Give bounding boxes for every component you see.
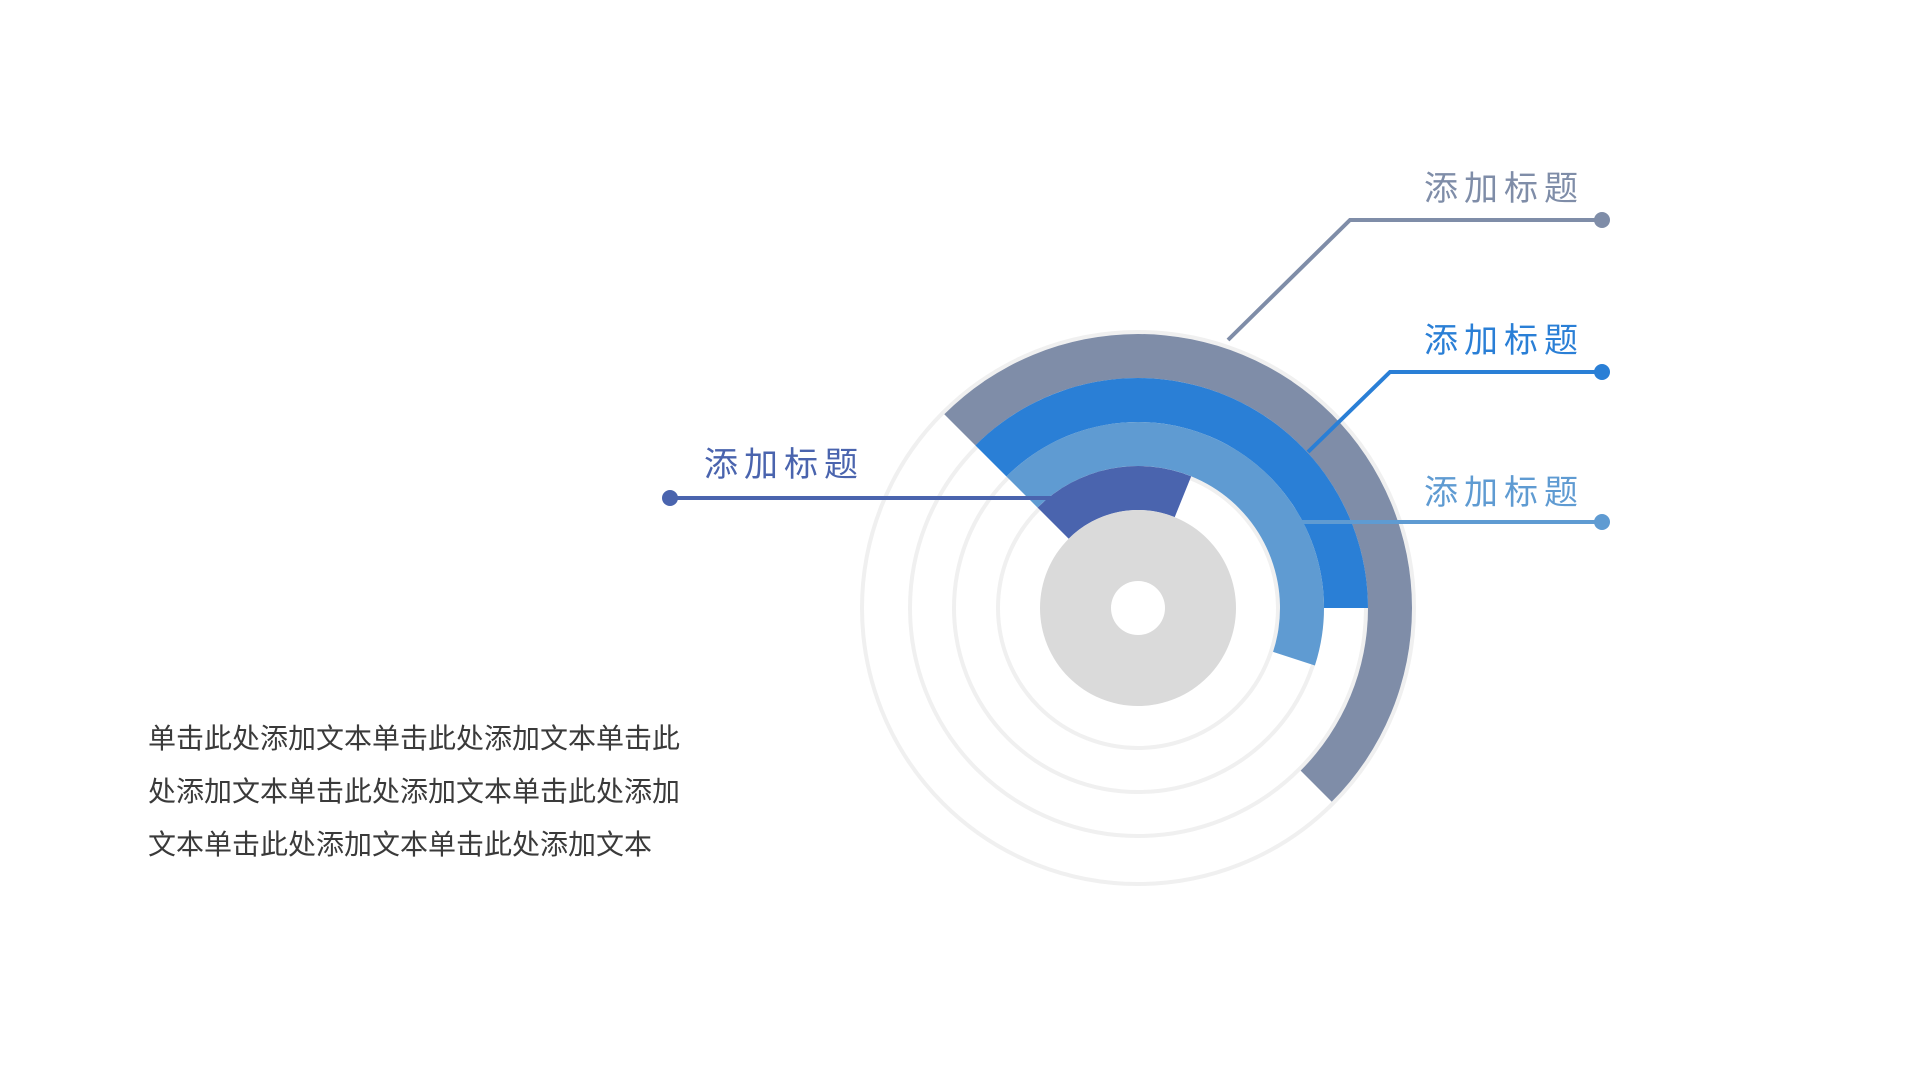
slate-arc[interactable] [944, 334, 1412, 802]
connector-dot-slate [1594, 212, 1610, 228]
dark-blue-arc[interactable] [1037, 466, 1192, 539]
guide-ring [860, 330, 1416, 886]
bright-blue-arc[interactable] [975, 377, 1368, 608]
light-blue-arc[interactable] [1006, 422, 1324, 666]
title-label-bright-blue[interactable]: 添加标题 [1424, 321, 1584, 361]
center-hole [1111, 581, 1165, 635]
body-text-line: 文本单击此处添加文本单击此处添加文本 [148, 828, 653, 861]
connector-dark-blue [662, 490, 1052, 506]
connector-dot-dark-blue [662, 490, 678, 506]
connector-bright-blue [1306, 364, 1610, 454]
connector-slate [1226, 212, 1610, 342]
body-text-line: 处添加文本单击此处添加文本单击此处添加 [148, 775, 681, 808]
connector-dot-bright-blue [1594, 364, 1610, 380]
title-label-slate[interactable]: 添加标题 [1424, 169, 1584, 209]
title-label-light-blue[interactable]: 添加标题 [1424, 473, 1584, 513]
body-text-block[interactable]: 单击此处添加文本单击此处添加文本单击此 处添加文本单击此处添加文本单击此处添加 … [148, 712, 748, 871]
title-label-dark-blue[interactable]: 添加标题 [704, 445, 864, 485]
connector-dot-light-blue [1594, 514, 1610, 530]
connector-light-blue [1300, 514, 1610, 530]
body-text-line: 单击此处添加文本单击此处添加文本单击此 [148, 722, 681, 755]
arc-bands [944, 334, 1412, 802]
